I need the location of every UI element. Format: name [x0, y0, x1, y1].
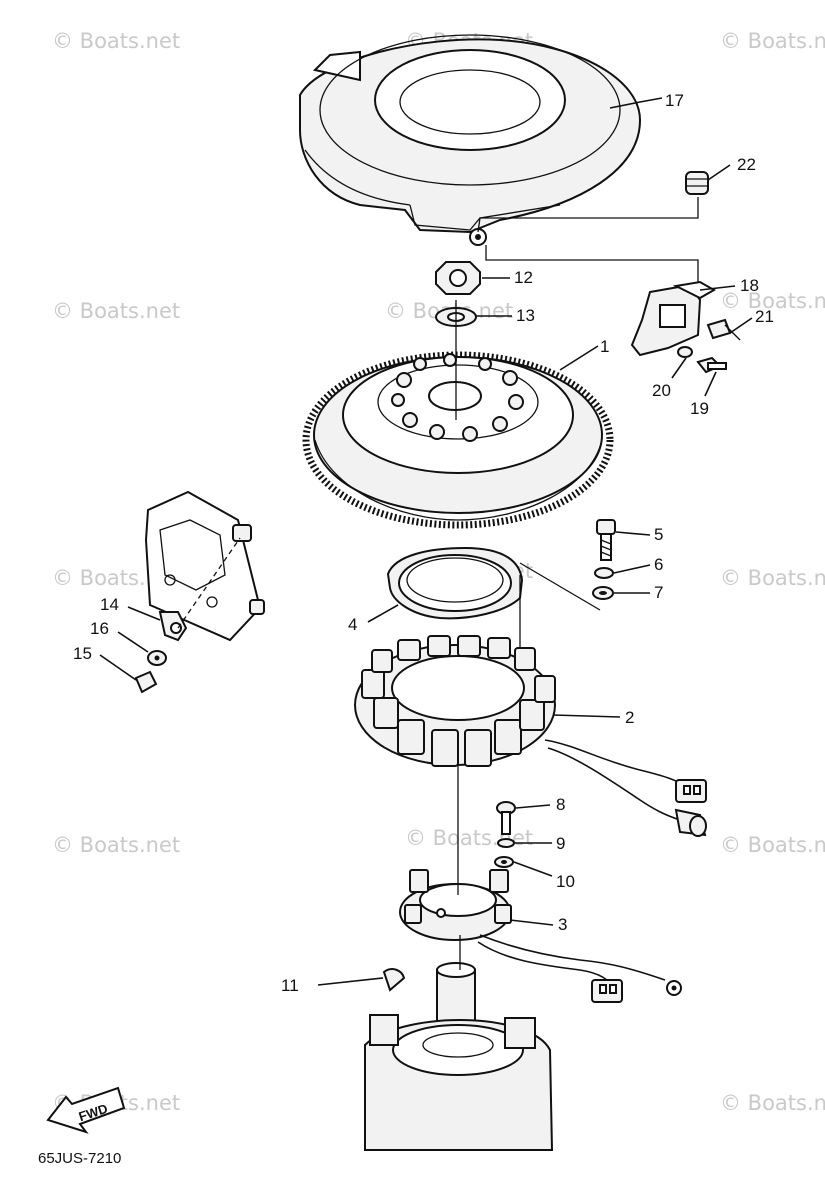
- watermark-text: © Boats.net: [720, 289, 825, 313]
- bolt-5: [596, 519, 616, 561]
- link-line: [519, 562, 601, 611]
- crankshaft-base: [364, 962, 554, 1151]
- stator-plate: [386, 546, 524, 620]
- callout-21: 21: [755, 307, 774, 326]
- link-line: [177, 537, 241, 629]
- callout-12: 12: [514, 268, 533, 287]
- fwd-arrow: FWD: [46, 1086, 126, 1134]
- watermark-text: © Boats.net: [720, 566, 825, 590]
- callout-16: 16: [90, 619, 109, 638]
- clamp-14: [158, 611, 188, 642]
- pulser-harness: [477, 934, 682, 1003]
- link-line: [485, 245, 699, 285]
- callout-8: 8: [556, 795, 565, 814]
- watermark-text: © Boats.net: [720, 833, 825, 857]
- cover-plate: [144, 490, 265, 642]
- watermark-text: © Boats.net: [52, 29, 180, 53]
- flywheel: [302, 351, 614, 529]
- callout-19: 19: [690, 399, 709, 418]
- callout-14: 14: [100, 595, 119, 614]
- screw-8: [496, 801, 516, 835]
- callout-22: 22: [737, 155, 756, 174]
- callout-15: 15: [73, 644, 92, 663]
- watermark-text: © Boats.net: [52, 299, 180, 323]
- callout-3: 3: [558, 915, 567, 934]
- stator: [354, 635, 556, 767]
- watermark-text: © Boats.net: [52, 833, 180, 857]
- watermark-text: © Boats.net: [405, 826, 533, 850]
- callout-5: 5: [654, 525, 663, 544]
- diagram-code: 65JUS-7210: [38, 1150, 121, 1167]
- leader-lines: [99, 97, 753, 986]
- stator-harness: [544, 739, 707, 837]
- callout-11: 11: [281, 976, 299, 995]
- bracket-washer: [677, 346, 693, 358]
- callout-13: 13: [516, 306, 535, 325]
- flywheel-cover: [299, 34, 642, 246]
- watermark-text: © Boats.net: [720, 29, 825, 53]
- grommet: [685, 171, 709, 195]
- callout-9: 9: [556, 834, 565, 853]
- callout-7: 7: [654, 583, 663, 602]
- woodruff-key: [382, 968, 406, 992]
- link-line: [477, 197, 699, 233]
- watermark-text: © Boats.net: [720, 1091, 825, 1115]
- lock-washer-6: [594, 567, 614, 579]
- washer-7: [592, 586, 614, 600]
- callout-2: 2: [625, 708, 634, 727]
- flywheel-nut: [435, 261, 481, 295]
- callout-20: 20: [652, 381, 671, 400]
- lock-washer-9: [497, 838, 515, 848]
- callout-10: 10: [556, 872, 575, 891]
- callouts: 17 22 12 13 1 18 21 20 19 5 6 7 4 2 8 9 …: [73, 91, 774, 995]
- pulser-bracket: [630, 280, 741, 357]
- callout-6: 6: [654, 555, 663, 574]
- callout-17: 17: [665, 91, 684, 110]
- callout-18: 18: [740, 276, 759, 295]
- bracket-bolt: [696, 356, 727, 374]
- washer-10: [494, 856, 514, 868]
- callout-1: 1: [600, 337, 609, 356]
- callout-4: 4: [348, 615, 357, 634]
- pulser-coil: [399, 869, 512, 941]
- screw-15: [134, 670, 158, 694]
- washer-16: [147, 650, 167, 666]
